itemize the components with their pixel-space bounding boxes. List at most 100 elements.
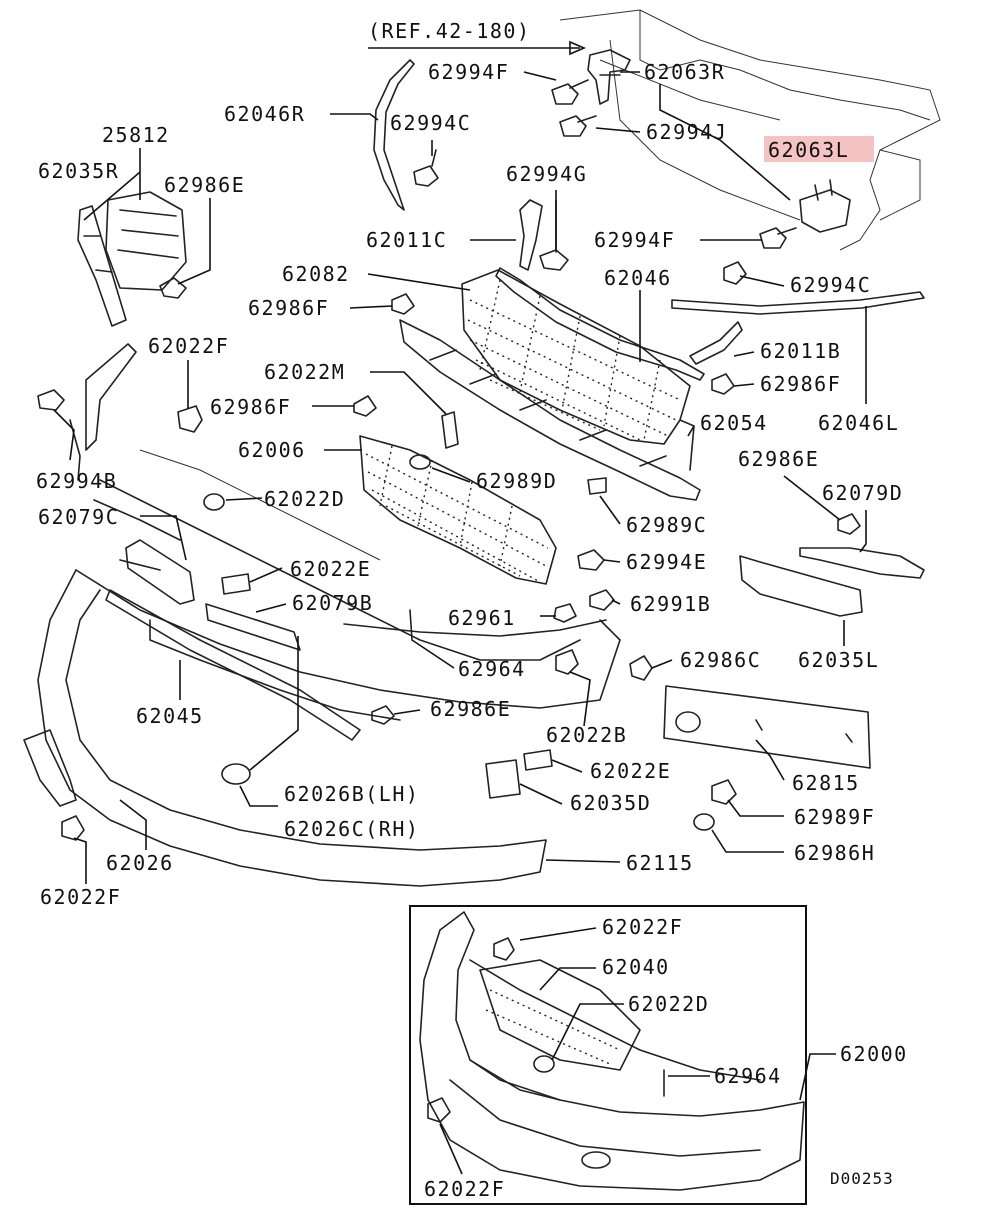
bracket-62035R	[77, 205, 127, 327]
label-62994C-top: 62994C	[390, 111, 471, 135]
clip-62986E-right	[837, 513, 861, 535]
label-62022B: 62022B	[546, 723, 627, 747]
label-inset-62000: 62000	[840, 1042, 908, 1066]
reinforcement-62045	[105, 589, 361, 741]
label-62994C-mid: 62994C	[790, 273, 871, 297]
label-62046L: 62046L	[818, 411, 899, 435]
bracket-62026	[23, 729, 77, 807]
wire-62964	[343, 619, 607, 637]
clip-62022F-top	[177, 405, 203, 433]
label-62964: 62964	[458, 657, 526, 681]
label-62989D: 62989D	[476, 469, 557, 493]
clip-62994C-mid	[723, 261, 747, 285]
nut-62989F	[711, 779, 737, 805]
label-62046R: 62046R	[224, 102, 305, 126]
strip-62046R	[373, 59, 415, 211]
strip-62046L	[671, 291, 925, 315]
label-62994F-top: 62994F	[428, 60, 509, 84]
label-inset-62964: 62964	[714, 1064, 782, 1088]
clip-62022F-low	[61, 815, 85, 841]
air-duct-25812	[105, 191, 187, 291]
clip-62986E-top	[159, 277, 187, 299]
leader-lines	[53, 71, 867, 884]
label-62986E-right: 62986E	[738, 447, 819, 471]
bracket-62063R	[587, 49, 631, 105]
part-labels: 62063R 62994F 62046R 62994C 62994J 25812…	[36, 60, 903, 909]
body-panel-outline	[559, 9, 941, 251]
clip-62986C	[629, 655, 653, 681]
screw-62986H	[693, 813, 715, 831]
bolt-62994F-top	[551, 79, 589, 105]
clip-62991B	[589, 589, 615, 611]
label-62026: 62026	[106, 851, 174, 875]
label-62079D: 62079D	[822, 481, 903, 505]
label-62035D: 62035D	[570, 791, 651, 815]
label-62022F-low: 62022F	[40, 885, 121, 909]
bracket-62011C	[519, 199, 543, 271]
bracket-62035L	[739, 555, 863, 617]
label-62986F-mid: 62986F	[210, 395, 291, 419]
label-62082: 62082	[282, 262, 350, 286]
inset-clip-62022D	[533, 1055, 555, 1073]
bolt-62994J	[559, 115, 597, 137]
label-62989F: 62989F	[794, 805, 875, 829]
label-62994J: 62994J	[646, 120, 727, 144]
label-62026B: 62026B(LH)	[284, 782, 419, 806]
label-inset-62022F-b: 62022F	[424, 1177, 505, 1201]
inset-frame	[409, 905, 807, 1205]
clip-62022E-top	[221, 573, 251, 595]
bracket-62079D	[799, 547, 925, 579]
label-62011B: 62011B	[760, 339, 841, 363]
label-62994B: 62994B	[36, 469, 117, 493]
clip-62986F-left	[391, 293, 415, 315]
label-inset-62040: 62040	[602, 955, 670, 979]
label-62054: 62054	[700, 411, 768, 435]
label-62986E-top: 62986E	[164, 173, 245, 197]
clip-62986F-right	[711, 373, 735, 395]
label-62986F-left: 62986F	[248, 296, 329, 320]
label-62986F-right: 62986F	[760, 372, 841, 396]
label-62994F-mid: 62994F	[594, 228, 675, 252]
grille-62006	[359, 435, 557, 585]
clip-62986F-mid	[353, 395, 377, 417]
bolt-62994F-mid	[759, 227, 797, 249]
strip-62046	[495, 267, 705, 381]
label-62079B: 62079B	[292, 591, 373, 615]
grille-62082	[461, 269, 691, 445]
label-62063L: 62063L	[768, 138, 849, 162]
label-62079C: 62079C	[38, 505, 119, 529]
label-62994G: 62994G	[506, 162, 587, 186]
label-62986C: 62986C	[680, 648, 761, 672]
label-62022D: 62022D	[264, 487, 345, 511]
bolt-62994G	[539, 199, 569, 271]
grille-insert-62079B	[205, 603, 301, 651]
label-62022F-top: 62022F	[148, 334, 229, 358]
bracket-62063L	[799, 179, 851, 233]
label-62986E-low: 62986E	[430, 697, 511, 721]
bolt-62994E	[577, 549, 605, 571]
label-62986H: 62986H	[794, 841, 875, 865]
label-inset-62022D: 62022D	[628, 992, 709, 1016]
cap-62026B	[221, 763, 251, 785]
bracket-left-62079C	[69, 343, 137, 481]
label-62022E-low: 62022E	[590, 759, 671, 783]
reference-note: (REF.42-180)	[368, 19, 587, 56]
label-62011C: 62011C	[366, 228, 447, 252]
clip-62022D	[203, 493, 225, 511]
cover-62035D	[485, 759, 521, 799]
label-inset-62022F-a: 62022F	[602, 915, 683, 939]
drawing-code: D00253	[830, 1169, 894, 1188]
nut-62961	[553, 603, 577, 623]
inset-clip-62022F-b	[427, 1097, 451, 1123]
clip-62986E-low	[371, 705, 395, 725]
label-62063R: 62063R	[644, 60, 725, 84]
nut-62989C	[587, 477, 607, 495]
reference-note-text: (REF.42-180)	[368, 19, 531, 43]
label-62006: 62006	[238, 438, 306, 462]
label-62991B: 62991B	[630, 592, 711, 616]
label-62035R: 62035R	[38, 159, 119, 183]
inset-bumper-outline	[419, 911, 805, 1191]
label-62026C: 62026C(RH)	[284, 817, 419, 841]
label-25812: 25812	[102, 123, 170, 147]
label-62035L: 62035L	[798, 648, 879, 672]
